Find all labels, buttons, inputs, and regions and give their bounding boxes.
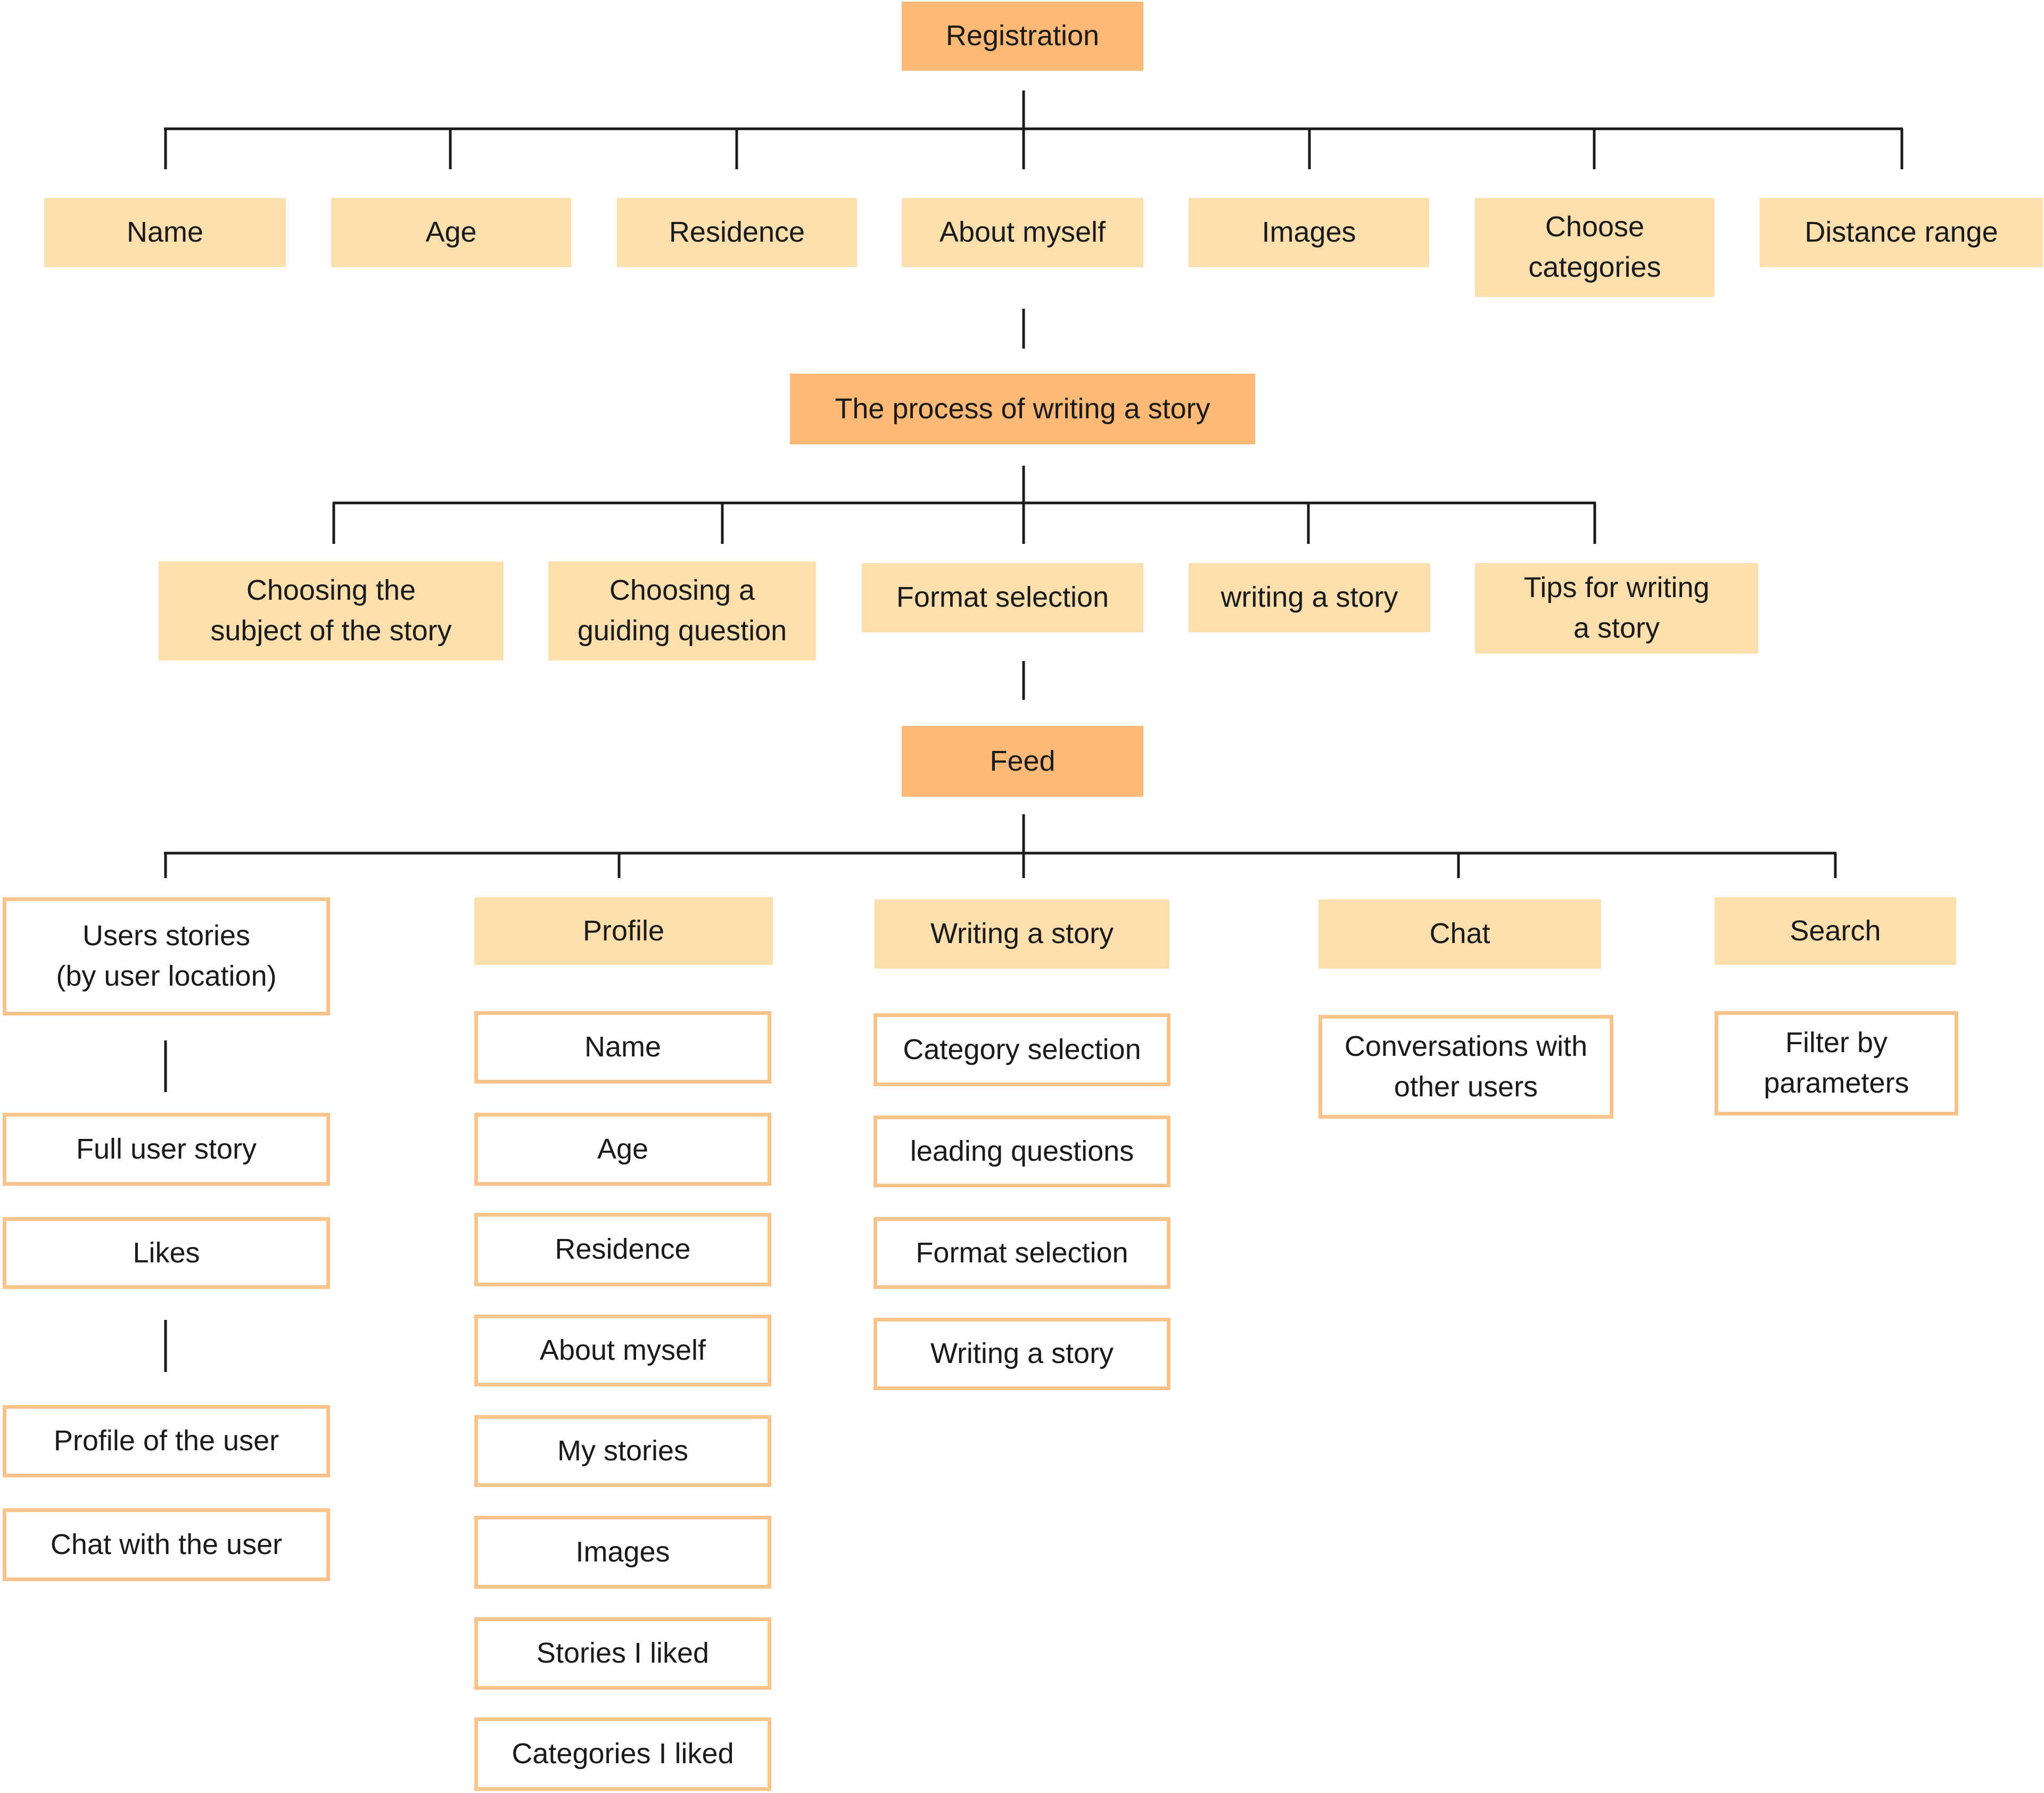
search-node: Search [1715, 897, 1956, 965]
writing-item-writing-story: Writing a story [873, 1318, 1171, 1390]
writing-step-subject: Choosing the subject of the story [159, 561, 504, 660]
registration-field-name: Name [44, 198, 286, 267]
profile-item-my-stories: My stories [474, 1415, 771, 1487]
registration-field-images: Images [1189, 198, 1429, 267]
search-item-filter: Filter by parameters [1715, 1011, 1958, 1116]
profile-item-name: Name [474, 1011, 771, 1084]
registration-field-about-myself: About myself [902, 198, 1143, 267]
profile-item-residence: Residence [474, 1213, 771, 1286]
chat-item-conversations: Conversations with other users [1318, 1015, 1613, 1119]
users-stories-node: Users stories (by user location) [3, 897, 330, 1015]
writing-process-node: The process of writing a story [790, 374, 1255, 444]
feed-node: Feed [902, 726, 1143, 797]
writing-step-tips: Tips for writing a story [1475, 563, 1758, 654]
profile-item-about-myself: About myself [474, 1315, 771, 1386]
registration-field-age: Age [331, 198, 571, 267]
profile-node: Profile [474, 897, 773, 965]
writing-item-leading-questions: leading questions [873, 1116, 1171, 1187]
registration-field-residence: Residence [617, 198, 857, 267]
likes-node: Likes [3, 1217, 330, 1289]
profile-of-user-node: Profile of the user [3, 1405, 330, 1477]
chat-node: Chat [1318, 899, 1601, 969]
writing-item-category-selection: Category selection [873, 1013, 1171, 1086]
full-user-story-node: Full user story [3, 1113, 330, 1186]
writing-step-guiding-question: Choosing a guiding question [548, 561, 816, 660]
profile-item-images: Images [474, 1516, 771, 1589]
profile-item-stories-liked: Stories I liked [474, 1617, 771, 1690]
profile-item-categories-liked: Categories I liked [474, 1717, 771, 1791]
writing-item-format-selection: Format selection [873, 1217, 1171, 1289]
writing-step-writing: writing a story [1189, 563, 1430, 632]
registration-field-choose-categories: Choose categories [1475, 198, 1715, 297]
profile-item-age: Age [474, 1113, 771, 1186]
registration-field-distance-range: Distance range [1760, 198, 2043, 267]
writing-step-format-selection: Format selection [862, 563, 1143, 632]
registration-node: Registration [902, 2, 1143, 71]
chat-with-user-node: Chat with the user [3, 1508, 330, 1581]
writing-story-node: Writing a story [875, 899, 1169, 969]
